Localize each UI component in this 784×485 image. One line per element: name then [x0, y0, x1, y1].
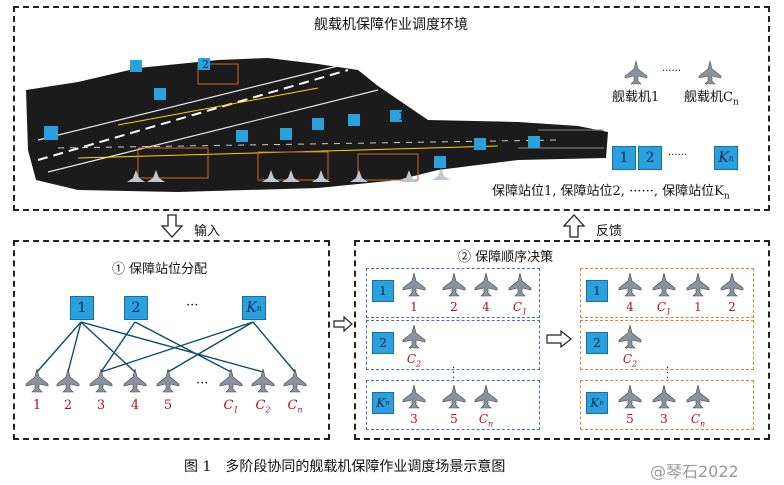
assignment-station-dots: ··· [186, 298, 199, 313]
seq-aircraft-label: Cn [690, 412, 706, 429]
rows-ellipsis-left: ··· [452, 363, 456, 384]
seq-aircraft-icon [686, 384, 710, 409]
assignment-links [36, 321, 296, 373]
seq-aircraft-label: 1 [410, 300, 418, 314]
decision-arrow-icon [546, 330, 572, 348]
legend-aircraft-n-label: 舰载机Cn [684, 90, 739, 108]
seq-right-station-1: 1 [586, 280, 608, 302]
carrier-deck [26, 58, 608, 192]
sequence-row-left-1 [366, 268, 540, 318]
seq-aircraft-label: 4 [482, 300, 490, 314]
assignment-aircraft-label: C1 [223, 398, 239, 415]
feedback-label: 反馈 [596, 224, 623, 239]
assignment-aircraft-icon [156, 368, 180, 393]
assignment-aircraft-label: 5 [163, 398, 173, 413]
assignment-station-1: 1 [70, 296, 94, 320]
environment-title: 舰载机保障作业调度环境 [314, 17, 468, 33]
seq-aircraft-label: C1 [512, 300, 528, 317]
legend-station-dots: ······ [668, 150, 688, 161]
seq-aircraft-icon [686, 272, 710, 297]
seq-aircraft-label: 2 [450, 300, 458, 314]
seq-left-station-2: 2 [372, 332, 394, 354]
environment-panel [13, 6, 770, 211]
assignment-station-2: 2 [124, 296, 148, 320]
feedback-arrow-icon [562, 214, 586, 238]
deck-station-label-1: 1 [398, 110, 405, 123]
legend-aircraft-n-icon [698, 60, 722, 85]
seq-aircraft-icon [474, 272, 498, 297]
sequencing-title: ② 保障顺序决策 [458, 250, 554, 265]
seq-aircraft-icon [618, 384, 642, 409]
legend-station-2: 2 [638, 146, 662, 170]
sequence-row-right-k [580, 380, 754, 430]
assignment-aircraft-dots: ··· [196, 376, 209, 391]
seq-aircraft-icon [508, 272, 532, 297]
sequence-row-left-k [366, 380, 540, 430]
sequence-row-right-2 [580, 320, 754, 370]
seq-aircraft-icon [618, 324, 642, 349]
assignment-aircraft-label: 1 [32, 398, 42, 413]
assignment-panel [13, 240, 330, 440]
sequencing-panel [354, 240, 770, 440]
seq-aircraft-label: C2 [622, 352, 638, 369]
seq-aircraft-icon [474, 384, 498, 409]
sequence-row-right-1 [580, 268, 754, 318]
seq-aircraft-icon [720, 272, 744, 297]
seq-aircraft-label: 3 [660, 412, 668, 426]
seq-aircraft-label: C1 [656, 300, 672, 317]
seq-aircraft-label: C2 [406, 352, 422, 369]
assignment-aircraft-icon [89, 368, 113, 393]
seq-right-station-2: 2 [586, 332, 608, 354]
seq-aircraft-label: 2 [728, 300, 736, 314]
panel-transfer-arrow-icon [333, 316, 353, 332]
seq-aircraft-label: 1 [694, 300, 702, 314]
seq-aircraft-label: 3 [410, 412, 418, 426]
seq-aircraft-icon [402, 272, 426, 297]
seq-aircraft-label: 5 [450, 412, 458, 426]
seq-aircraft-icon [442, 384, 466, 409]
input-arrow-icon [160, 214, 184, 238]
input-label: 输入 [194, 224, 221, 239]
assignment-aircraft-icon [251, 368, 275, 393]
deck-station-label-2: 2 [202, 58, 209, 71]
legend-stations-text: 保障站位1, 保障站位2, ······, 保障站位Kn [492, 184, 730, 202]
legend-aircraft-1-icon [624, 60, 648, 85]
assignment-aircraft-label: 2 [63, 398, 73, 413]
seq-aircraft-icon [442, 272, 466, 297]
seq-aircraft-icon [618, 272, 642, 297]
seq-aircraft-icon [402, 384, 426, 409]
assignment-aircraft-icon [219, 368, 243, 393]
legend-aircraft-1-label: 舰载机1 [612, 90, 660, 105]
rows-ellipsis-right: ··· [666, 363, 670, 384]
assignment-aircraft-icon [123, 368, 147, 393]
seq-aircraft-label: 4 [626, 300, 634, 314]
figure-caption: 图 1 多阶段协同的舰载机保障作业调度场景示意图 [184, 459, 506, 475]
seq-aircraft-icon [652, 384, 676, 409]
assignment-aircraft-icon [25, 368, 49, 393]
assignment-aircraft-icon [283, 368, 307, 393]
seq-left-station-1: 1 [372, 280, 394, 302]
seq-aircraft-icon [652, 272, 676, 297]
assignment-aircraft-label: 4 [130, 398, 140, 413]
assignment-aircraft-label: 3 [96, 398, 106, 413]
assignment-title: ① 保障站位分配 [112, 262, 208, 277]
assignment-aircraft-label: Cn [287, 398, 303, 415]
seq-aircraft-label: 5 [626, 412, 634, 426]
seq-aircraft-icon [402, 324, 426, 349]
seq-aircraft-label: Cn [478, 412, 494, 429]
legend-dots: ······ [662, 66, 682, 77]
assignment-aircraft-icon [56, 368, 80, 393]
watermark: @琴石2022 [650, 462, 739, 481]
sequence-row-left-2 [366, 320, 540, 370]
assignment-aircraft-label: C2 [255, 398, 271, 415]
legend-station-1: 1 [612, 146, 636, 170]
